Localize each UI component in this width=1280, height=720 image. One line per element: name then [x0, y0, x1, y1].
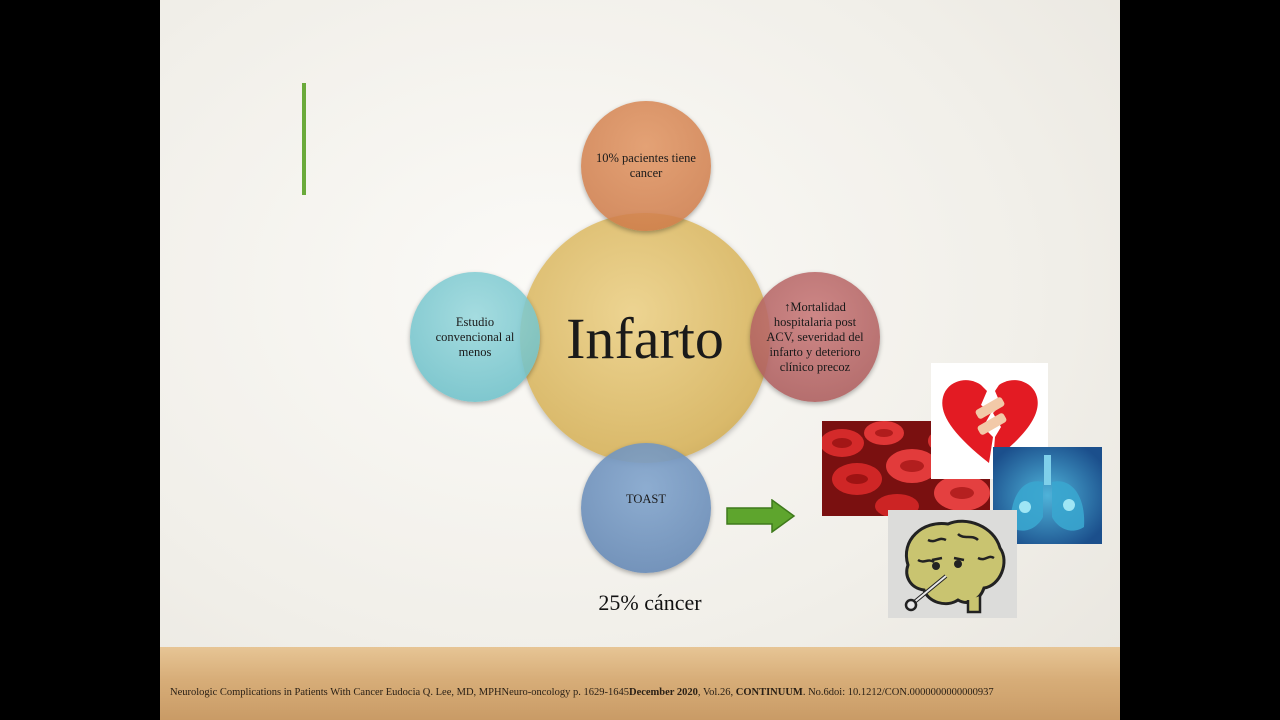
right-arrow-icon: [726, 499, 796, 533]
footer-bar: Neurologic Complications in Patients Wit…: [160, 647, 1120, 720]
satellite-circle-bottom: TOAST: [581, 443, 711, 573]
center-circle-infarto: Infarto: [520, 213, 770, 463]
sick-brain-icon: [888, 510, 1017, 618]
citation-part1: Neurologic Complications in Patients Wit…: [170, 687, 629, 698]
right-label: ↑Mortalidad hospitalaria post ACV, sever…: [766, 299, 864, 374]
satellite-circle-left: Estudio convencional al menos: [410, 272, 540, 402]
left-label: Estudio convencional al menos: [435, 314, 515, 359]
bottom-label: TOAST: [625, 491, 667, 506]
citation-part2: , Vol.26,: [697, 687, 736, 698]
slide: Infarto 10% pacientes tiene cancer Estud…: [160, 0, 1120, 720]
citation-journal: CONTINUUM: [735, 687, 803, 698]
center-label: Infarto: [566, 305, 724, 371]
satellite-circle-right: ↑Mortalidad hospitalaria post ACV, sever…: [750, 272, 880, 402]
top-label: 10% pacientes tiene cancer: [596, 151, 696, 180]
cancer-percentage-note: 25% cáncer: [598, 590, 702, 615]
citation-date: December 2020: [628, 687, 698, 698]
citation-part3: . No.6doi: 10.1212/CON.0000000000000937: [802, 687, 994, 698]
accent-line: [302, 83, 306, 195]
satellite-circle-top: 10% pacientes tiene cancer: [581, 101, 711, 231]
citation: Neurologic Complications in Patients Wit…: [170, 687, 994, 698]
